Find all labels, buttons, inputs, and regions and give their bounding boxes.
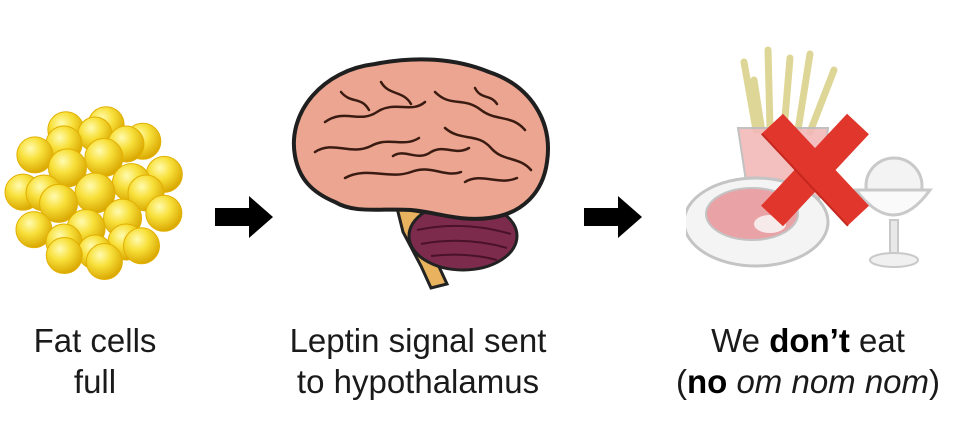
fat-cell: [85, 243, 123, 281]
fat-cell: [122, 227, 160, 265]
right-arrow-icon: [215, 196, 273, 238]
caption-line: to hypothalamus: [296, 363, 540, 400]
right-arrow-icon: [584, 196, 642, 238]
caption-text: (: [675, 363, 687, 400]
caption-leptin-signal: Leptin signal sent to hypothalamus: [268, 320, 568, 402]
caption-text: ): [929, 363, 941, 400]
caption-line: Fat cells: [33, 322, 157, 359]
emphasis-text: no: [686, 363, 728, 400]
caption-we-dont-eat: We don’t eat (no om nom nom): [652, 320, 964, 402]
fat-cell: [16, 136, 54, 174]
caption-line: Leptin signal sent: [289, 322, 547, 359]
fat-cell: [45, 237, 83, 275]
emphasis-text: don’t: [769, 322, 850, 359]
caption-text: We: [711, 322, 770, 359]
caption-fat-cells: Fat cells full: [0, 320, 190, 402]
caption-text: eat: [849, 322, 905, 359]
caption-line: full: [73, 363, 117, 400]
brain-icon: [291, 57, 550, 290]
caption-line: (no om nom nom): [652, 361, 964, 402]
fat-cell: [145, 194, 183, 232]
caption-line: We don’t eat: [652, 320, 964, 361]
food-crossed-out-icon: [686, 46, 933, 268]
fat-cell: [39, 183, 79, 223]
italic-text: om nom nom: [736, 363, 930, 400]
fat-cells-icon: [4, 106, 183, 281]
